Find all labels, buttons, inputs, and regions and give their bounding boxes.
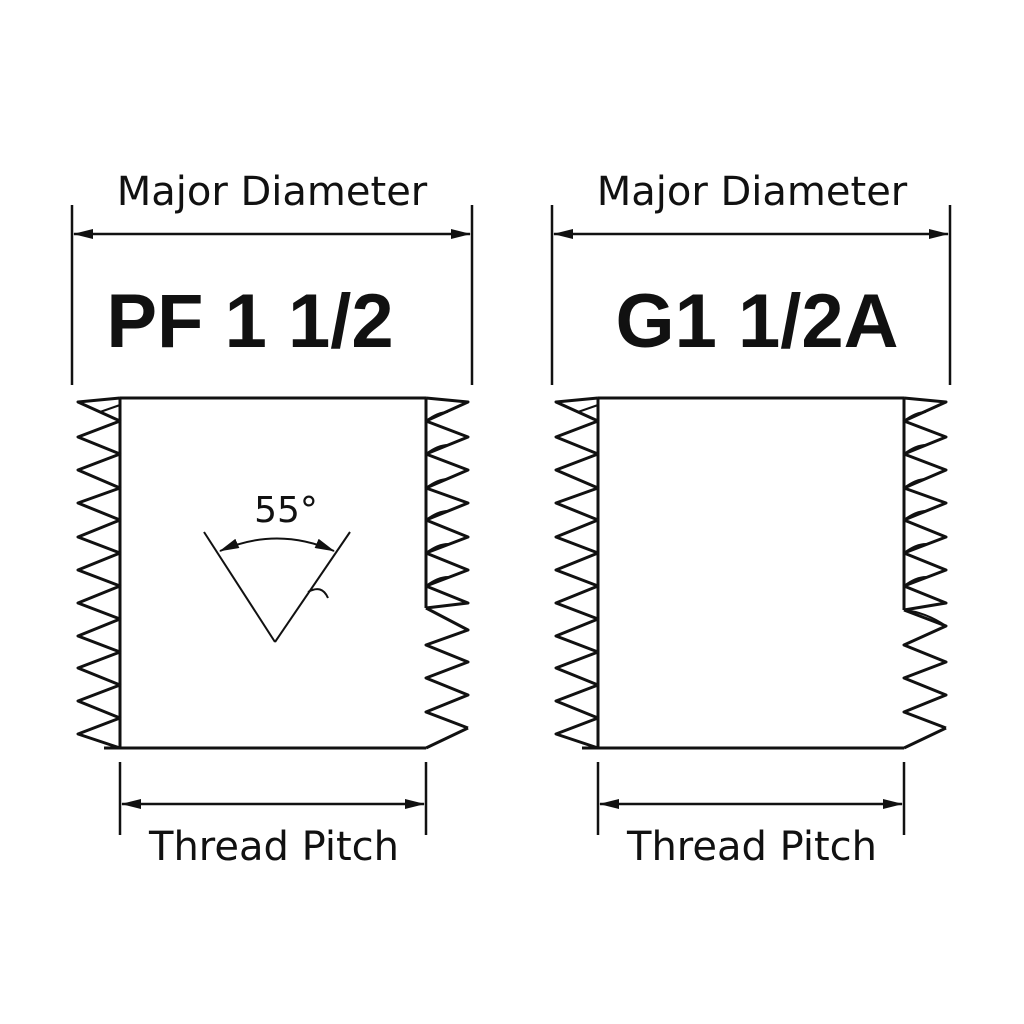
fitting-body	[104, 396, 469, 750]
fitting-pf: Major Diameter PF 1 1/2	[70, 169, 474, 870]
major-diameter-label: Major Diameter	[597, 169, 908, 215]
thread-profile-left	[76, 396, 122, 750]
thread-profile-right-upper	[902, 396, 948, 612]
thread-profile-right-lower	[424, 606, 470, 730]
thread-designation: PF 1 1/2	[106, 279, 393, 364]
thread-crest-top-left	[555, 401, 599, 414]
thread-root-arcs	[425, 411, 449, 587]
thread-angle-label: 55°	[254, 490, 318, 531]
thread-designation: G1 1/2A	[615, 279, 898, 364]
thread-flank-left	[203, 531, 276, 643]
thread-pitch-label: Thread Pitch	[626, 824, 877, 870]
thread-angle-arc	[219, 537, 335, 552]
thread-angle-callout: 55°	[203, 490, 351, 643]
major-diameter-label: Major Diameter	[117, 169, 428, 215]
fitting-body	[582, 396, 947, 750]
thread-flank-hook	[307, 588, 329, 599]
thread-pitch-label: Thread Pitch	[148, 824, 399, 870]
fitting-g: Major Diameter G1 1/2A	[550, 169, 952, 870]
thread-crest-top-left	[77, 401, 121, 414]
thread-profile-left	[554, 396, 600, 750]
thread-profile-right-upper	[424, 396, 470, 610]
thread-flank-right	[274, 531, 351, 643]
thread-profile-right-lower	[902, 608, 948, 730]
